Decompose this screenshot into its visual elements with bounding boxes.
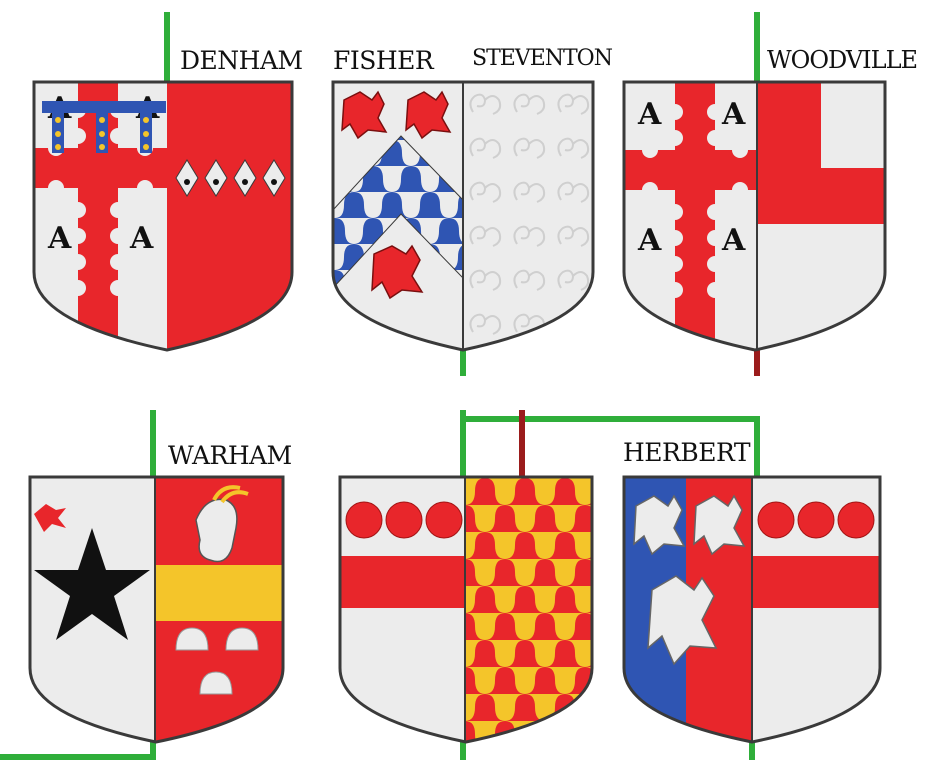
roundel-icon	[838, 502, 874, 538]
roundel-icon	[798, 502, 834, 538]
charge-mark: A	[47, 221, 72, 256]
roundel-icon	[346, 502, 382, 538]
label-warham: WARHAM	[168, 443, 292, 468]
charge-mark: A	[637, 223, 662, 258]
charge-mark: A	[637, 97, 662, 132]
label-fisher: FISHER	[333, 48, 433, 73]
label-denham: DENHAM	[180, 48, 303, 73]
label-herbert: HERBERT	[623, 440, 750, 465]
roundel-icon	[426, 502, 462, 538]
roundel-icon	[758, 502, 794, 538]
charge-mark: A	[721, 97, 746, 132]
roundel-icon	[386, 502, 422, 538]
label-woodville: WOODVILLE	[767, 48, 917, 72]
charge-mark: A	[129, 221, 154, 256]
charge-mark: A	[721, 223, 746, 258]
label-steventon: STEVENTON	[472, 48, 612, 70]
